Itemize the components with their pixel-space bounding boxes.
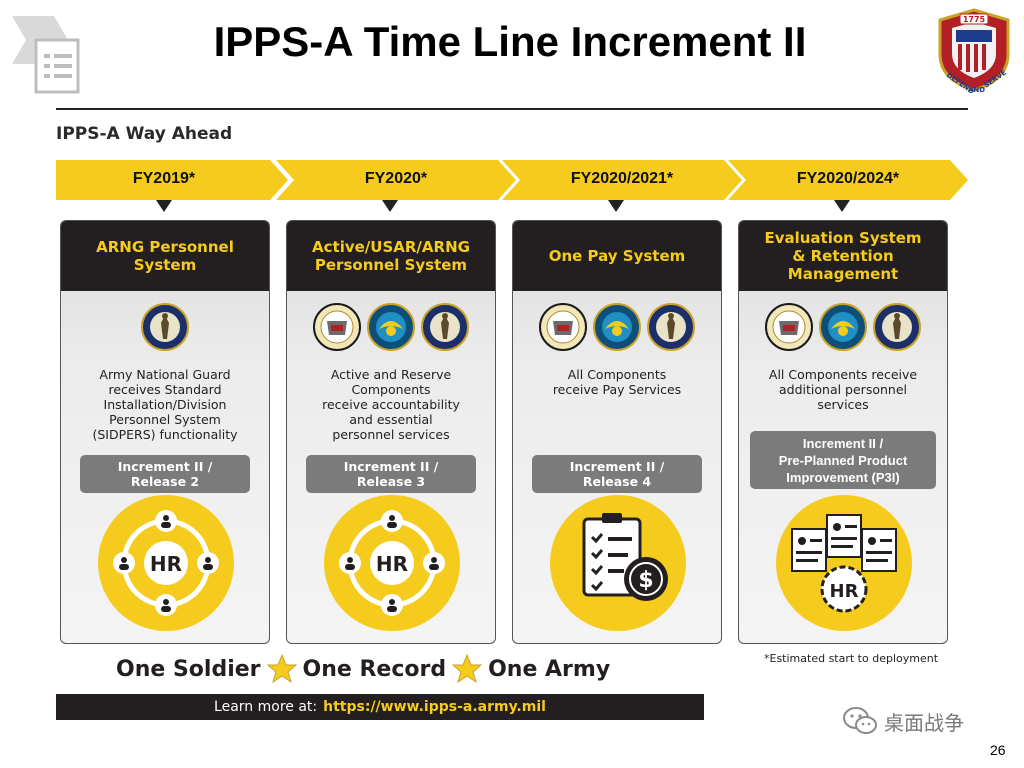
army-reserve-emblem-icon [367, 303, 415, 351]
card-heading: ARNG Personnel System [61, 221, 269, 291]
army-staff-seal-icon: 1775 DEFEND AND SERVE [938, 8, 1010, 94]
army-reserve-emblem-icon [593, 303, 641, 351]
pointer-1-icon [156, 200, 172, 212]
card-heading-text: Evaluation System & Retention Management [764, 229, 922, 283]
card-description: Army National Guard receives Standard In… [92, 367, 238, 442]
card-emblems [61, 303, 269, 353]
us-army-emblem-icon [539, 303, 587, 351]
slogan-part-3: One Army [488, 656, 611, 682]
us-army-emblem-icon [765, 303, 813, 351]
hr-evaluation-icon [774, 493, 914, 633]
hr-network-icon [96, 493, 236, 633]
card-heading-text: Active/USAR/ARNG Personnel System [312, 238, 470, 274]
slogan-part-1: One Soldier [116, 656, 261, 682]
page-number: 26 [990, 742, 1006, 758]
card-emblems [287, 303, 495, 353]
learn-more-bar: Learn more at: https://www.ipps-a.army.m… [56, 694, 704, 720]
chevron-fy-3: FY2020/2021* [502, 160, 742, 200]
us-army-emblem-icon [313, 303, 361, 351]
card-heading: Evaluation System & Retention Management [739, 221, 947, 291]
star-icon [266, 654, 297, 684]
timeline-card-1: ARNG Personnel System Army National Guar… [60, 220, 270, 644]
pay-checklist-icon [548, 493, 688, 633]
national-guard-emblem-icon [873, 303, 921, 351]
timeline-card-3: One Pay System All Components receive Pa… [512, 220, 722, 644]
national-guard-emblem-icon [141, 303, 189, 351]
title-divider [56, 108, 968, 110]
army-reserve-emblem-icon [819, 303, 867, 351]
card-description: Active and Reserve Components receive ac… [322, 367, 460, 442]
hr-network-icon [322, 493, 462, 633]
slogan-part-2: One Record [302, 656, 447, 682]
card-heading-text: ARNG Personnel System [96, 238, 234, 274]
release-badge: Increment II / Release 3 [306, 455, 476, 493]
card-heading: Active/USAR/ARNG Personnel System [287, 221, 495, 291]
star-icon [452, 654, 483, 684]
national-guard-emblem-icon [647, 303, 695, 351]
chevron-label: FY2020/2021* [570, 170, 674, 187]
timeline-pointers [156, 200, 850, 212]
timeline-card-2: Active/USAR/ARNG Personnel System Active… [286, 220, 496, 644]
national-guard-emblem-icon [421, 303, 469, 351]
card-heading: One Pay System [513, 221, 721, 291]
card-emblems [739, 303, 947, 353]
release-badge: Increment II / Pre-Planned Product Impro… [750, 431, 936, 489]
timeline-chevrons: FY2019* FY2020* FY2020/2021* FY2020/2024… [56, 160, 968, 200]
chevron-fy-1: FY2019* [56, 160, 288, 200]
card-description: All Components receive Pay Services [552, 367, 682, 397]
timeline-card-4: Evaluation System & Retention Management… [738, 220, 948, 644]
watermark: 桌面战争 [842, 706, 964, 736]
seal-motto-2: AND [968, 86, 985, 94]
pointer-4-icon [834, 200, 850, 212]
card-heading-text: One Pay System [548, 247, 686, 265]
wechat-icon [843, 707, 877, 734]
chevron-label: FY2020/2024* [796, 170, 900, 187]
page-title: IPPS-A Time Line Increment II [213, 18, 807, 65]
pointer-3-icon [608, 200, 624, 212]
learn-more-label: Learn more at: [214, 699, 318, 715]
watermark-text: 桌面战争 [884, 710, 964, 735]
chevron-label: FY2020* [364, 170, 428, 187]
card-description: All Components receive additional person… [768, 367, 918, 412]
chevron-fy-4: FY2020/2024* [728, 160, 968, 200]
slogan: One Soldier One Record One Army [116, 652, 656, 686]
pointer-2-icon [382, 200, 398, 212]
section-label: IPPS-A Way Ahead [56, 124, 233, 144]
document-icon [12, 16, 80, 94]
learn-more-link[interactable]: https://www.ipps-a.army.mil [323, 699, 546, 715]
footnote: *Estimated start to deployment [764, 652, 939, 665]
card-emblems [513, 303, 721, 353]
release-badge: Increment II / Release 4 [532, 455, 702, 493]
chevron-fy-2: FY2020* [276, 160, 516, 200]
seal-year: 1775 [963, 15, 986, 24]
chevron-label: FY2019* [132, 170, 196, 187]
release-badge: Increment II / Release 2 [80, 455, 250, 493]
